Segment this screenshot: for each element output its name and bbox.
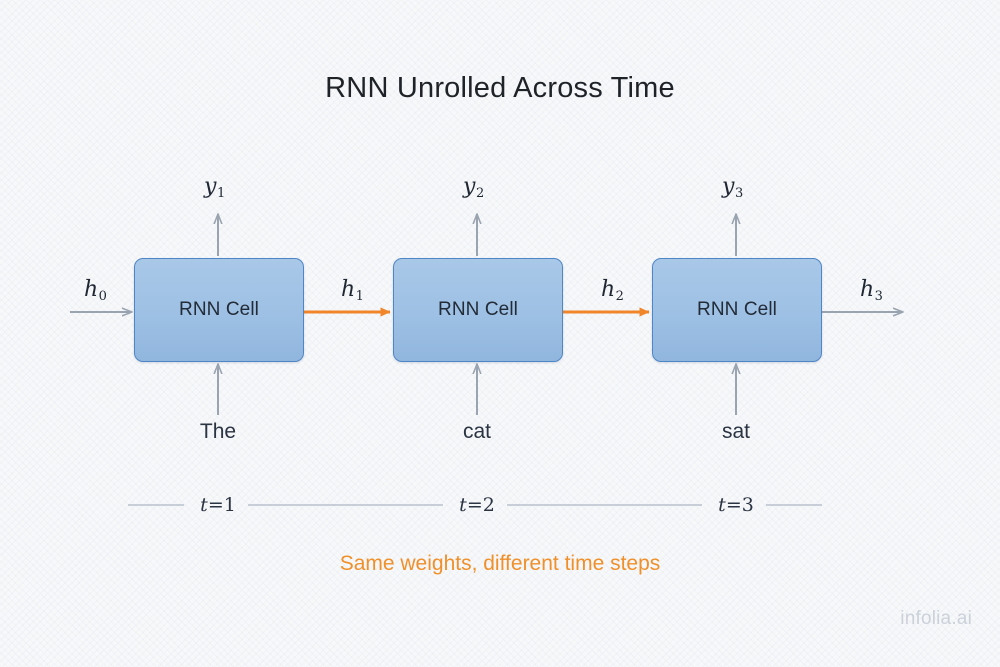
timestep-label-2: t=2 xyxy=(442,494,512,516)
label-y3-subscript: 3 xyxy=(734,186,744,201)
rnn-cell-1-label: RNN Cell xyxy=(179,299,259,320)
label-y1-subscript: 1 xyxy=(216,186,226,201)
timestep-value-3: =3 xyxy=(725,494,754,516)
page-title: RNN Unrolled Across Time xyxy=(325,72,675,104)
timestep-symbol-3: t xyxy=(718,494,726,516)
label-h0: h0 xyxy=(84,277,107,304)
timestep-value-1: =1 xyxy=(207,494,236,516)
label-h1-symbol: h xyxy=(341,277,356,302)
label-h3: h3 xyxy=(860,277,883,304)
rnn-cell-2-label: RNN Cell xyxy=(438,299,518,320)
label-y3: y3 xyxy=(722,174,744,201)
timestep-symbol-1: t xyxy=(200,494,208,516)
timestep-label-3: t=3 xyxy=(701,494,771,516)
label-y1-symbol: y xyxy=(204,174,217,199)
label-h0-subscript: 0 xyxy=(98,289,107,304)
label-y2-subscript: 2 xyxy=(475,186,485,201)
label-h2: h2 xyxy=(601,277,624,304)
timestep-value-2: =2 xyxy=(466,494,495,516)
rnn-cell-2[interactable]: RNN Cell xyxy=(393,258,563,362)
input-token-2: cat xyxy=(462,420,491,443)
input-token-3: sat xyxy=(721,420,750,443)
label-h3-subscript: 3 xyxy=(874,289,883,304)
label-y2-symbol: y xyxy=(463,174,476,199)
label-h2-symbol: h xyxy=(601,277,616,302)
label-h2-subscript: 2 xyxy=(615,289,624,304)
label-h0-symbol: h xyxy=(84,277,99,302)
input-token-1: The xyxy=(199,420,237,443)
label-y1: y1 xyxy=(204,174,226,201)
label-y2: y2 xyxy=(463,174,485,201)
watermark: infolia.ai xyxy=(900,608,972,629)
caption-text: Same weights, different time steps xyxy=(339,552,661,575)
rnn-cell-1[interactable]: RNN Cell xyxy=(134,258,304,362)
rnn-cell-3-label: RNN Cell xyxy=(697,299,777,320)
rnn-cell-3[interactable]: RNN Cell xyxy=(652,258,822,362)
timestep-symbol-2: t xyxy=(459,494,467,516)
label-h1: h1 xyxy=(341,277,364,304)
label-h3-symbol: h xyxy=(860,277,875,302)
label-y3-symbol: y xyxy=(722,174,735,199)
label-h1-subscript: 1 xyxy=(355,289,364,304)
timestep-label-1: t=1 xyxy=(183,494,253,516)
